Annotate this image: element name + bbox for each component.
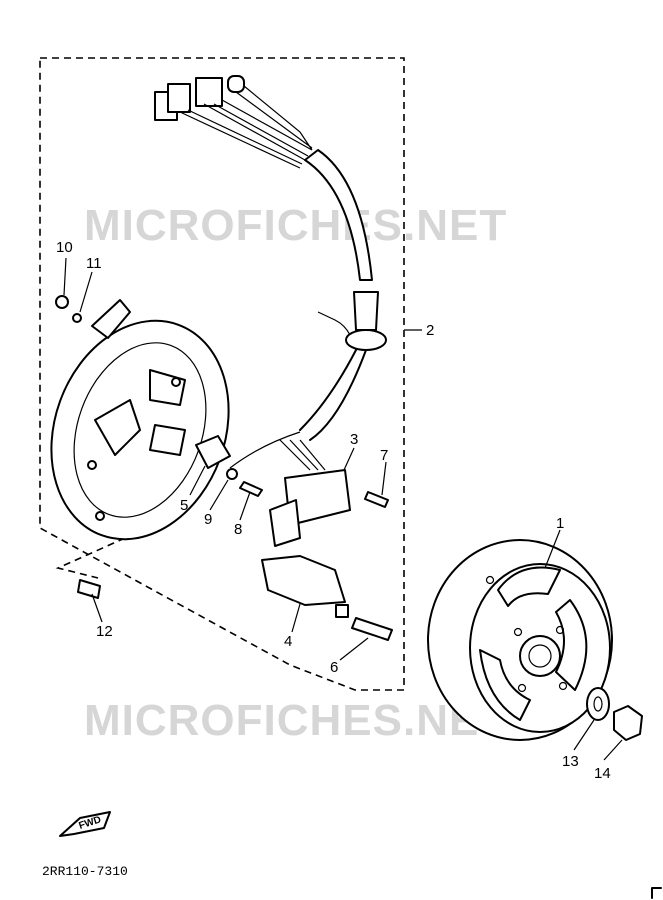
part-5-pickup-coil — [195, 435, 231, 469]
wire-sheath-upper — [304, 149, 373, 281]
part-11-clamp — [91, 299, 131, 339]
callout-6: 6 — [330, 659, 338, 676]
fwd-arrow-icon: FWD — [59, 811, 111, 837]
part-9-washer — [226, 468, 238, 480]
callout-4: 4 — [284, 633, 292, 650]
part-6-screw — [351, 617, 393, 641]
callout-2: 2 — [426, 322, 434, 339]
wire-sheath-lower — [353, 291, 379, 331]
part-7-screw — [364, 491, 389, 508]
corner-mark — [651, 887, 662, 899]
callout-12: 12 — [96, 623, 113, 640]
watermark-top: MICROFICHES.NET — [84, 201, 507, 250]
part-4-lighting-coil — [261, 555, 346, 606]
callout-5: 5 — [180, 497, 188, 514]
callout-7: 7 — [380, 447, 388, 464]
part-8-screw — [239, 481, 263, 497]
part-10-screw — [55, 295, 69, 309]
callout-10: 10 — [56, 239, 73, 256]
callout-9: 9 — [204, 511, 212, 528]
callout-8: 8 — [234, 521, 242, 538]
part-14-nut — [613, 705, 643, 741]
grommet — [345, 329, 387, 351]
boundary-leader-12 — [55, 537, 126, 579]
part-12-bolt — [77, 579, 101, 599]
assembly-boundary — [39, 57, 405, 691]
part-1-flywheel — [427, 539, 613, 741]
callout-1: 1 — [556, 515, 564, 532]
part-13-washer — [586, 687, 610, 721]
callout-3: 3 — [350, 431, 358, 448]
callout-14: 14 — [594, 765, 611, 782]
watermark-bottom: MICROFICHES.NET — [84, 696, 507, 745]
callout-11: 11 — [86, 255, 102, 272]
harness-lower-wires — [299, 349, 367, 441]
leader-lines — [63, 257, 623, 761]
stator-assembly — [50, 319, 230, 541]
part-11-washer — [72, 313, 82, 323]
drawing-number: 2RR110-7310 — [42, 864, 128, 879]
harness-connectors — [154, 75, 313, 169]
callout-13: 13 — [562, 753, 579, 770]
